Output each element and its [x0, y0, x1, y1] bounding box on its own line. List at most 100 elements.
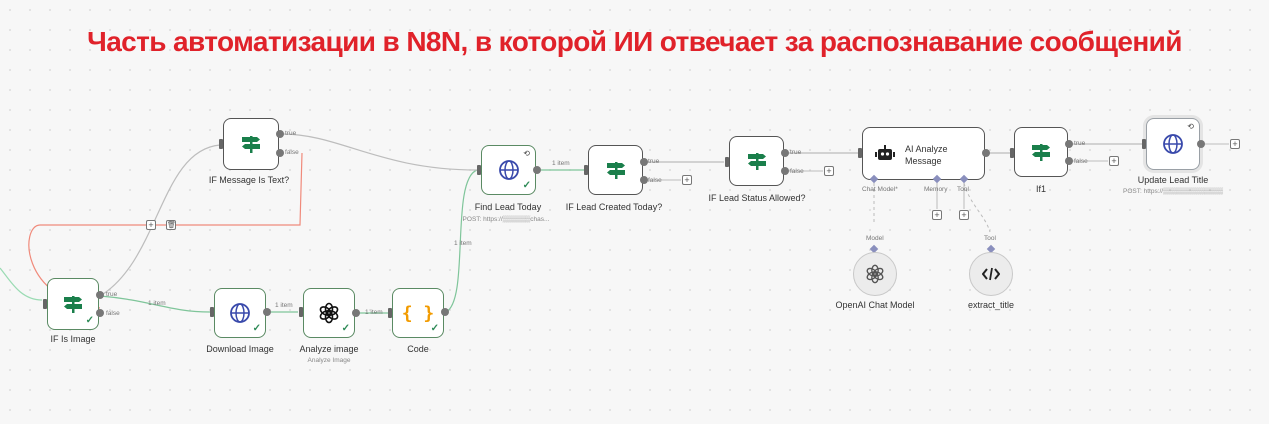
port-label-false: false — [106, 310, 120, 317]
node-openai-chat-model[interactable] — [853, 252, 897, 296]
openai-icon — [319, 302, 339, 324]
input-port[interactable] — [210, 307, 214, 317]
edge-add-button[interactable]: + — [146, 220, 156, 230]
port-label-true: true — [106, 291, 118, 298]
node-ai-analyze-message[interactable]: AI Analyze Message — [862, 127, 985, 180]
port-label-false: false — [648, 177, 662, 184]
output-port[interactable] — [982, 149, 990, 157]
add-node-button[interactable]: + — [682, 175, 692, 185]
node-if-lead-created-today[interactable] — [588, 145, 643, 195]
edge-to-if-message — [99, 144, 221, 297]
node-update-lead-title[interactable]: ⟲ — [1146, 118, 1200, 170]
openai-icon — [866, 264, 884, 284]
node-if1[interactable] — [1014, 127, 1068, 177]
node-label: IF Message Is Text? — [208, 175, 290, 185]
input-port[interactable] — [43, 299, 47, 309]
node-label: Code — [407, 344, 429, 354]
edge-label-download: 1 item — [148, 300, 166, 307]
node-analyze-image[interactable]: ✓ — [303, 288, 355, 338]
success-check-icon: ✓ — [341, 323, 350, 334]
signpost-icon — [1032, 144, 1050, 161]
output-port-true[interactable] — [640, 158, 648, 166]
output-port-true[interactable] — [781, 149, 789, 157]
output-port-true[interactable] — [276, 130, 284, 138]
node-label: OpenAI Chat Model — [835, 300, 915, 310]
input-port[interactable] — [1142, 139, 1146, 149]
node-label: Update Lead Title — [1137, 175, 1209, 185]
port-label-memory: Memory — [924, 186, 948, 193]
output-port[interactable] — [533, 166, 541, 174]
input-port[interactable] — [1010, 148, 1014, 158]
add-node-button[interactable]: + — [1230, 139, 1240, 149]
success-check-icon: ✓ — [522, 180, 531, 191]
output-port-false[interactable] — [96, 309, 104, 317]
node-label-line2: Message — [905, 156, 942, 166]
globe-icon — [1163, 134, 1183, 154]
add-tool-button[interactable]: + — [959, 210, 969, 220]
node-download-image[interactable]: ✓ — [214, 288, 266, 338]
globe-icon — [498, 160, 519, 180]
input-port[interactable] — [219, 139, 223, 149]
port-label-model: Model — [866, 235, 884, 242]
output-port-true[interactable] — [1065, 140, 1073, 148]
port-label-true: true — [1074, 140, 1086, 147]
node-label: IF Lead Created Today? — [565, 202, 663, 212]
output-port[interactable] — [1197, 140, 1205, 148]
edge-incoming — [0, 267, 43, 301]
port-label-false: false — [285, 149, 299, 156]
input-port[interactable] — [477, 165, 481, 175]
banner-title: Часть автоматизации в N8N, в которой ИИ … — [87, 26, 1182, 57]
node-label: Find Lead Today — [474, 202, 542, 212]
port-label-tool: Tool — [984, 235, 996, 242]
input-port[interactable] — [725, 157, 729, 167]
signpost-icon — [606, 162, 625, 179]
node-subtitle: Analyze Image — [307, 357, 351, 364]
node-if-message-is-text[interactable] — [223, 118, 279, 170]
node-subtitle: POST: https://▒▒▒▒▒▒▒▒▒▒▒▒▒ — [1123, 188, 1223, 195]
port-label-true: true — [648, 158, 660, 165]
output-port[interactable] — [441, 308, 449, 316]
node-label: IF Is Image — [50, 334, 96, 344]
input-port[interactable] — [584, 165, 588, 175]
node-label: Analyze image — [299, 344, 359, 354]
add-node-button[interactable]: + — [824, 166, 834, 176]
success-check-icon: ✓ — [430, 323, 439, 334]
add-memory-button[interactable]: + — [932, 210, 942, 220]
output-port[interactable] — [352, 309, 360, 317]
node-if-lead-status-allowed[interactable] — [729, 136, 784, 186]
edge-code-to-find — [445, 169, 478, 313]
output-port-false[interactable] — [640, 176, 648, 184]
code-tag-icon — [982, 267, 1000, 281]
add-node-button[interactable]: + — [1109, 156, 1119, 166]
edge-label-code-to-find: 1 item — [454, 240, 472, 247]
node-label: Download Image — [206, 344, 274, 354]
output-port-false[interactable] — [781, 167, 789, 175]
edge-label-analyze: 1 item — [275, 302, 293, 309]
output-port[interactable] — [263, 308, 271, 316]
node-find-lead-today[interactable]: ⟲ ✓ — [481, 145, 536, 195]
globe-icon — [230, 303, 250, 323]
code-braces-icon: { } — [401, 302, 435, 324]
robot-icon — [875, 145, 895, 160]
refresh-icon: ⟲ — [1187, 122, 1194, 131]
output-port-false[interactable] — [276, 149, 284, 157]
edge-label-find: 1 item — [552, 160, 570, 167]
output-port-false[interactable] — [1065, 157, 1073, 165]
node-if-is-image[interactable]: ✓ — [47, 278, 99, 330]
port-label-true: true — [285, 130, 297, 137]
input-port[interactable] — [858, 148, 862, 158]
signpost-icon — [64, 296, 82, 313]
port-label-chat-model: Chat Model* — [862, 186, 898, 193]
input-port[interactable] — [388, 308, 392, 318]
signpost-icon — [242, 136, 260, 153]
port-label-false: false — [1074, 158, 1088, 165]
edge-delete-button[interactable]: 🗑 — [166, 220, 176, 230]
node-label-line1: AI Analyze — [905, 144, 948, 154]
input-port[interactable] — [299, 307, 303, 317]
output-port-true[interactable] — [96, 291, 104, 299]
success-check-icon: ✓ — [252, 323, 261, 334]
node-extract-title[interactable] — [969, 252, 1013, 296]
node-code[interactable]: { } ✓ — [392, 288, 444, 338]
refresh-icon: ⟲ — [523, 149, 530, 158]
